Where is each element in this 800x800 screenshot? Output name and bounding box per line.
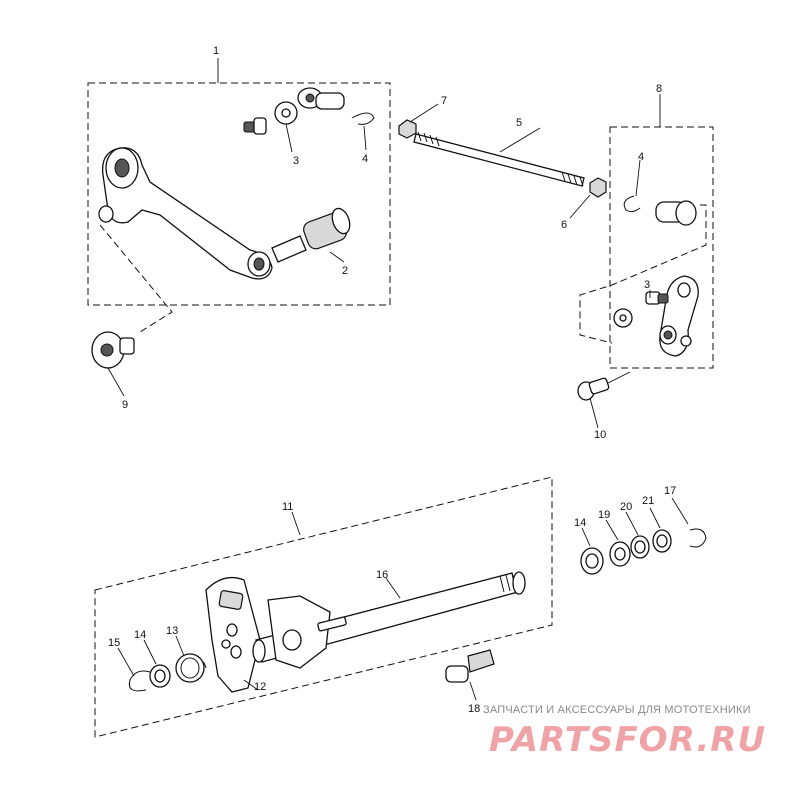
clip-right [623, 195, 641, 213]
footpeg-rubber [271, 207, 351, 263]
shaft-arm-block [267, 595, 347, 669]
callout-5: 5 [516, 117, 522, 129]
lever-pivot-bolt [91, 331, 135, 369]
washer-14a [149, 664, 171, 688]
spacer-right [613, 308, 633, 328]
callout-16: 16 [376, 569, 388, 581]
callout-9: 9 [122, 399, 128, 411]
callout-3b: 3 [644, 279, 650, 291]
callout-4b: 4 [638, 151, 644, 163]
stopper-pin-18 [445, 649, 495, 683]
callout-2: 2 [342, 265, 348, 277]
callout-12: 12 [254, 681, 266, 693]
rod-end-top [297, 87, 345, 110]
callout-7: 7 [441, 95, 447, 107]
arm-clamp-bolt [577, 377, 610, 401]
callout-21: 21 [642, 495, 654, 507]
assembly-box-1 [87, 82, 391, 306]
callout-17: 17 [664, 485, 676, 497]
selector-plate [205, 576, 261, 693]
callout-8: 8 [656, 83, 662, 95]
callout-3a: 3 [293, 155, 299, 167]
callout-1: 1 [213, 45, 219, 57]
shift-arm [659, 275, 699, 357]
gear-lever [98, 147, 273, 280]
washer-14b [580, 547, 604, 575]
spring-13 [175, 653, 207, 683]
bolt-9-link-line [99, 224, 173, 333]
assembly-box-11 [94, 476, 553, 738]
circlip-17 [689, 528, 707, 548]
leader-lines [107, 58, 689, 701]
callout-6: 6 [561, 219, 567, 231]
locknut-6 [589, 177, 607, 198]
callout-14b: 14 [574, 517, 586, 529]
locknut-7 [398, 119, 417, 139]
callout-13: 13 [166, 625, 178, 637]
washer-19 [609, 541, 631, 567]
bolt-10-link-line [607, 371, 631, 384]
spacer-top [274, 101, 298, 125]
pivot-bolt [243, 117, 267, 135]
assembly-box-8 [609, 126, 714, 369]
assembly-box-8-subframe [579, 204, 707, 344]
callout-11: 11 [282, 501, 293, 513]
circlip-15 [128, 670, 151, 692]
arm-pivot-bolt [645, 291, 669, 305]
callout-14a: 14 [134, 629, 146, 641]
callout-19: 19 [598, 509, 610, 521]
rod-end-right [655, 200, 697, 226]
shift-rod [413, 131, 585, 187]
callout-20: 20 [620, 501, 632, 513]
watermark-tagline: ЗАПЧАСТИ И АКСЕССУАРЫ ДЛЯ МОТОТЕХНИКИ [483, 704, 751, 716]
watermark-logo: PARTSFOR.RU [489, 720, 767, 760]
clip-top [351, 112, 375, 125]
callout-10: 10 [594, 429, 606, 441]
washer-20 [630, 535, 650, 559]
callout-4a: 4 [362, 153, 368, 165]
callout-18: 18 [468, 703, 480, 715]
washer-21 [652, 529, 672, 553]
callout-15: 15 [108, 637, 120, 649]
watermark: ЗАПЧАСТИ И АКСЕССУАРЫ ДЛЯ МОТОТЕХНИКИ PA… [475, 700, 795, 760]
